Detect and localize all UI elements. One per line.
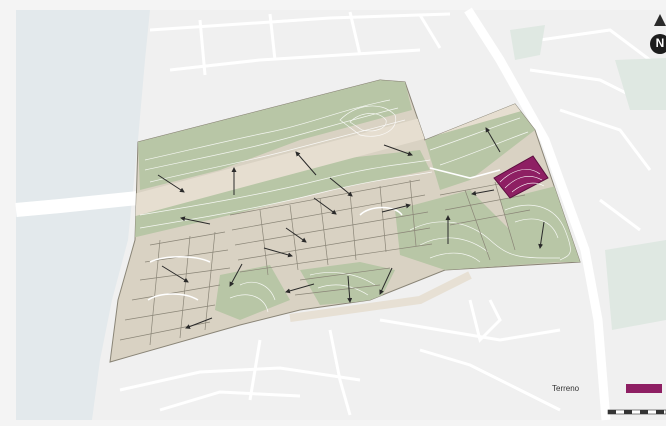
slope-arrow-icon	[379, 267, 393, 295]
slope-arrows	[157, 127, 545, 329]
terreno-parcel[interactable]	[493, 155, 549, 199]
slope-arrow-icon	[538, 221, 545, 249]
park-area	[605, 240, 666, 330]
green-zone	[425, 104, 535, 190]
street-loops	[147, 167, 501, 301]
slope-arrow-icon	[161, 265, 189, 283]
park-area	[615, 58, 666, 110]
legend-swatch	[626, 384, 662, 393]
slope-arrow-icon	[285, 227, 307, 243]
slope-arrow-icon	[285, 283, 315, 294]
slope-arrow-icon	[180, 216, 211, 225]
slope-arrow-icon	[157, 174, 185, 193]
terreno-contours	[499, 169, 545, 193]
green-zone	[500, 185, 580, 262]
green-zone	[138, 80, 412, 190]
slope-arrow-icon	[381, 203, 411, 213]
avenue	[464, 7, 611, 421]
legend-label: Terreno	[552, 384, 580, 393]
slope-arrow-icon	[485, 127, 501, 153]
north-arrow-icon	[650, 14, 666, 54]
scale-bar-icon	[607, 409, 666, 415]
north-letter: N	[655, 36, 665, 50]
outer-streets	[119, 11, 652, 416]
slope-arrow-icon	[329, 177, 353, 197]
highway-left	[15, 191, 139, 217]
water-area	[16, 10, 150, 420]
urban-blocks	[119, 179, 531, 346]
slope-arrow-icon	[471, 189, 495, 196]
slope-arrow-icon	[295, 151, 317, 176]
slope-arrow-icon	[313, 197, 337, 215]
slope-arrow-icon	[229, 263, 243, 287]
slope-arrow-icon	[185, 317, 213, 329]
park-area	[510, 25, 545, 60]
slope-arrow-icon	[347, 275, 353, 303]
lower-road	[289, 271, 472, 322]
slope-arrow-icon	[263, 247, 293, 258]
slope-arrow-icon	[383, 144, 413, 157]
